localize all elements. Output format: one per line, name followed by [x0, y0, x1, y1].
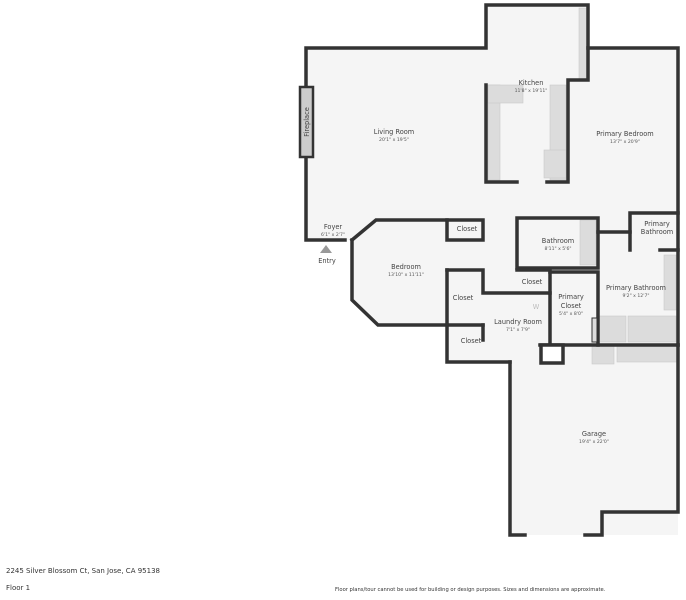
- entry-label: Entry: [318, 257, 336, 265]
- primary-bathroom-dim: 9'2" x 12'7": [622, 293, 649, 299]
- foyer-label: Foyer: [324, 223, 343, 231]
- living-room-label: Living Room: [374, 128, 414, 136]
- bathroom-label: Bathroom: [542, 237, 574, 245]
- primary-closet-label-1: Primary: [558, 293, 584, 301]
- entry-arrow-icon: [320, 245, 332, 253]
- primary-bathroom-label: Primary Bathroom: [606, 284, 666, 292]
- closet-shelf: [591, 317, 598, 343]
- closet-label: Closet: [453, 294, 474, 302]
- fireplace: Fireplace: [298, 85, 315, 159]
- kitchen-label: Kitchen: [519, 79, 544, 87]
- garage-dim: 19'4" x 22'0": [579, 439, 609, 445]
- address: 2245 Silver Blossom Ct, San Jose, CA 951…: [6, 567, 160, 575]
- closet-label: Closet: [461, 337, 482, 345]
- bedroom-label: Bedroom: [391, 263, 421, 271]
- floor-fill: [306, 5, 678, 535]
- garage-label: Garage: [582, 430, 606, 438]
- foyer-dim: 6'1" x 2'7": [321, 232, 345, 238]
- primary-bathroom-small-label-2: Bathroom: [641, 228, 673, 236]
- kitchen-fixtures: [487, 7, 678, 365]
- primary-closet-label-2: Closet: [561, 302, 582, 310]
- living-room-dim: 20'1" x 19'5": [379, 137, 409, 143]
- washer-label: W: [533, 303, 540, 311]
- fireplace-label: Fireplace: [303, 107, 311, 137]
- closet-label: Closet: [457, 225, 478, 233]
- primary-closet-dim: 5'4" x 8'0": [559, 311, 583, 317]
- bedroom-dim: 13'10" x 11'11": [388, 272, 424, 278]
- primary-bedroom-label: Primary Bedroom: [596, 130, 653, 138]
- floor-label: Floor 1: [6, 584, 31, 592]
- room-labels: Living Room 20'1" x 19'5" Kitchen 11'8" …: [318, 79, 673, 445]
- closet-label: Closet: [522, 278, 543, 286]
- primary-bathroom-small-label-1: Primary: [644, 220, 670, 228]
- bathroom-dim: 8'11" x 5'6": [544, 246, 571, 252]
- disclaimer: Floor plans/tour cannot be used for buil…: [335, 587, 606, 593]
- laundry-room-label: Laundry Room: [494, 318, 542, 326]
- primary-bedroom-dim: 13'7" x 20'9": [610, 139, 640, 145]
- kitchen-dim: 11'8" x 19'11": [515, 88, 548, 94]
- laundry-room-dim: 7'1" x 7'9": [506, 327, 530, 333]
